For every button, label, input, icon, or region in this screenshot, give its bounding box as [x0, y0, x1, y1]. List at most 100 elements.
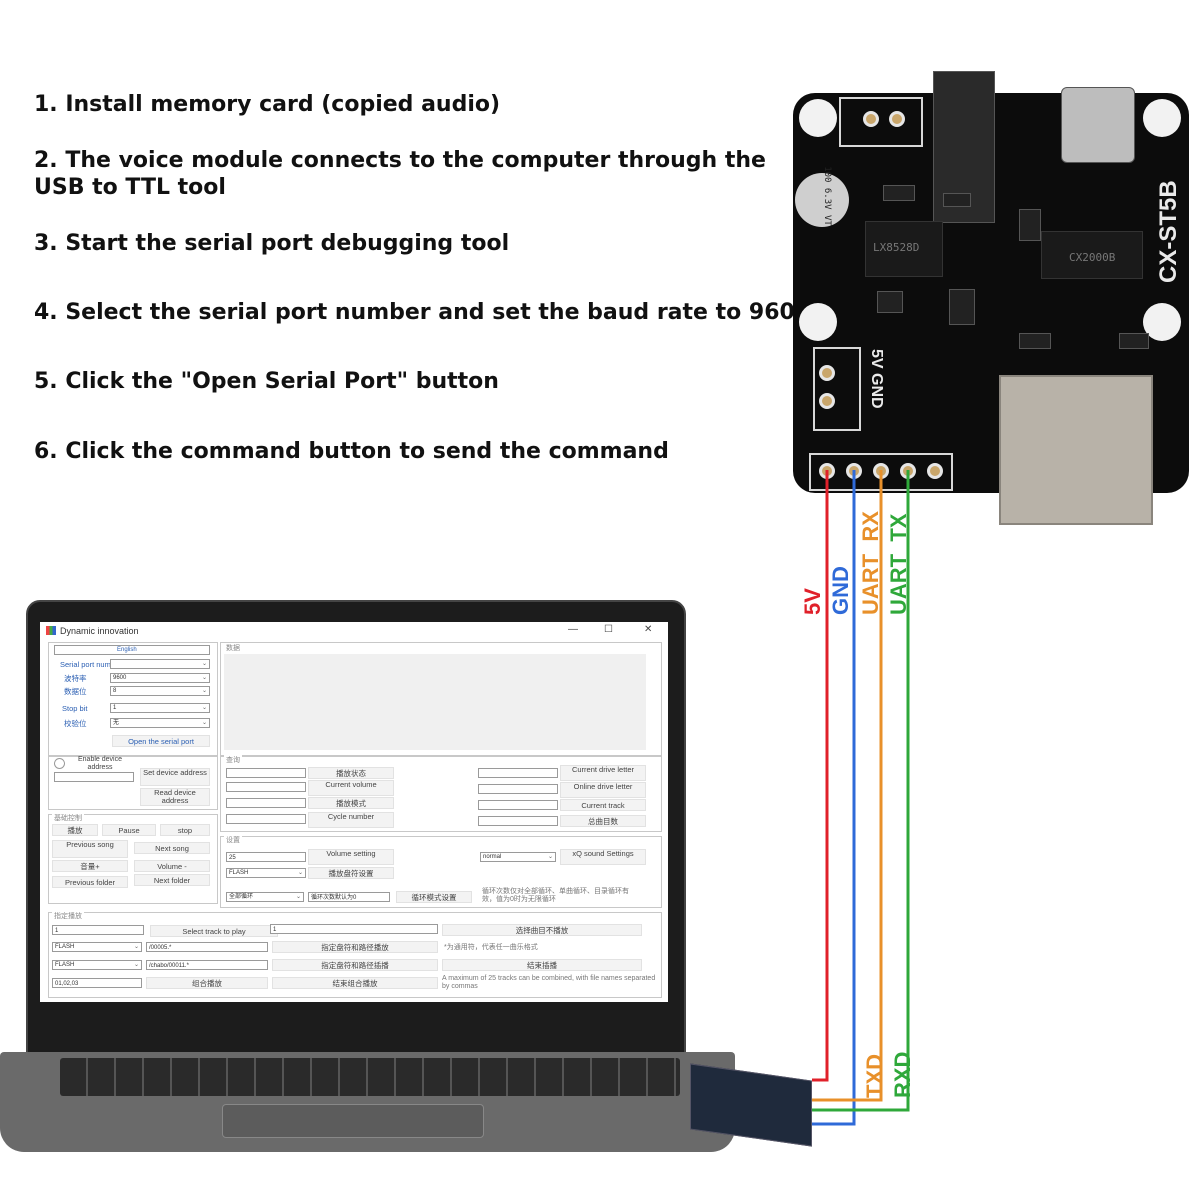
volume-up-button[interactable]: 音量+ — [52, 860, 128, 872]
previous-folder-button[interactable]: Previous folder — [52, 876, 128, 888]
power-pad — [819, 365, 835, 381]
read-device-address-button[interactable]: Read device address — [140, 788, 210, 806]
play-mode-button[interactable]: 播放模式 — [308, 797, 394, 809]
device-address-input[interactable] — [54, 772, 134, 782]
loop-count-input[interactable]: 循环次数默认为0 — [308, 892, 390, 902]
parity-select[interactable]: 无⌄ — [110, 718, 210, 728]
serial-port-label: Serial port number — [60, 660, 122, 669]
path-insert-button[interactable]: 指定盘符和路径插播 — [272, 959, 438, 971]
wire-label-tx: UART_TX — [886, 513, 911, 615]
step-5: 5. Click the "Open Serial Port" button — [34, 369, 499, 394]
chevron-down-icon: ⌄ — [133, 944, 139, 950]
device-address-group — [48, 756, 218, 810]
data-display-group — [220, 642, 662, 756]
stop-bit-value: 1 — [113, 705, 117, 711]
pin-nc — [927, 463, 943, 479]
online-drive-letter-button[interactable]: Online drive letter — [560, 782, 646, 798]
path1-input[interactable]: /00005.* — [146, 942, 268, 952]
current-volume-button[interactable]: Current volume — [308, 780, 394, 796]
baud-value: 9600 — [113, 675, 127, 681]
query-output[interactable] — [226, 768, 306, 778]
loop-mode-select[interactable]: 全部循环⌄ — [226, 892, 304, 902]
select-no-play-button[interactable]: 选择曲目不播放 — [442, 924, 642, 936]
query-output[interactable] — [226, 814, 306, 824]
drive-value: FLASH — [229, 870, 249, 876]
drive-select[interactable]: FLASH⌄ — [226, 868, 306, 878]
track-number-input[interactable]: 1 — [52, 925, 144, 935]
pin-5v — [819, 463, 835, 479]
pause-button[interactable]: Pause — [102, 824, 156, 836]
chevron-down-icon: ⌄ — [201, 675, 207, 681]
query-group-title: 查询 — [224, 755, 242, 765]
power-connector — [813, 347, 861, 431]
mount-hole — [1143, 303, 1181, 341]
wire-label-txd: TXD — [862, 1054, 887, 1098]
stop-bit-select[interactable]: 1⌄ — [110, 703, 210, 713]
smd-component — [1019, 333, 1051, 349]
chevron-down-icon: ⌄ — [295, 894, 301, 900]
previous-song-button[interactable]: Previous song — [52, 840, 128, 858]
loop-mode-setting-button[interactable]: 循环模式设置 — [396, 891, 472, 903]
parity-label: 校验位 — [64, 719, 87, 728]
select-track-button[interactable]: Select track to play — [150, 925, 278, 937]
combo-input[interactable]: 01,02,03 — [52, 978, 142, 988]
smd-component — [943, 193, 971, 207]
drive1-select[interactable]: FLASH ⌄ — [52, 942, 142, 952]
close-button[interactable]: ✕ — [644, 624, 653, 635]
step-2: 2. The voice module connects to the comp… — [34, 148, 766, 200]
path-play-button[interactable]: 指定盘符和路径播放 — [272, 941, 438, 953]
laptop-keyboard — [60, 1058, 680, 1096]
step-1: 1. Install memory card (copied audio) — [34, 92, 501, 117]
end-combo-button[interactable]: 结束组合播放 — [272, 977, 438, 989]
current-track-button[interactable]: Current track — [560, 799, 646, 811]
current-drive-letter-button[interactable]: Current drive letter — [560, 765, 646, 781]
track-folder-input[interactable]: 1 — [270, 924, 438, 934]
enable-device-checkbox[interactable] — [54, 758, 65, 769]
serial-port-select[interactable]: ⌄ — [110, 659, 210, 669]
minimize-button[interactable]: — — [568, 624, 578, 635]
chevron-down-icon: ⌄ — [201, 688, 207, 694]
play-button[interactable]: 播放 — [52, 824, 98, 836]
data-display-area[interactable] — [224, 654, 646, 750]
model-label: CX-ST5B — [1155, 180, 1182, 283]
drive-setting-button[interactable]: 播放盘符设置 — [308, 867, 394, 879]
eq-select[interactable]: normal⌄ — [480, 852, 556, 862]
stop-bit-label: Stop bit — [62, 704, 88, 713]
volume-setting-button[interactable]: Volume setting — [308, 849, 394, 865]
basic-control-group — [48, 814, 218, 904]
mount-hole — [799, 303, 837, 341]
volume-down-button[interactable]: Volume - — [134, 860, 210, 872]
query-output[interactable] — [478, 816, 558, 826]
wire-label-gnd: GND — [828, 566, 853, 615]
language-select[interactable]: English — [54, 645, 210, 655]
amp-chip-label: LX8528D — [873, 241, 920, 254]
open-serial-port-button[interactable]: Open the serial port — [112, 735, 210, 747]
end-insert-button[interactable]: 结束插播 — [442, 959, 642, 971]
chevron-down-icon: ⌄ — [201, 720, 207, 726]
maximize-button[interactable]: ☐ — [604, 624, 613, 635]
baud-select[interactable]: 9600 ⌄ — [110, 673, 210, 683]
query-output[interactable] — [478, 800, 558, 810]
next-folder-button[interactable]: Next folder — [134, 874, 210, 886]
combo-note: A maximum of 25 tracks can be combined, … — [442, 975, 656, 990]
next-song-button[interactable]: Next song — [134, 842, 210, 854]
sd-card-slot — [999, 375, 1153, 525]
set-device-address-button[interactable]: Set device address — [140, 768, 210, 786]
query-output[interactable] — [226, 782, 306, 792]
total-tracks-button[interactable]: 总曲目数 — [560, 815, 646, 827]
stop-button[interactable]: stop — [160, 824, 210, 836]
path2-input[interactable]: /chabo/00011.* — [146, 960, 268, 970]
data-bits-select[interactable]: 8⌄ — [110, 686, 210, 696]
volume-input[interactable]: 25 — [226, 852, 306, 862]
query-output[interactable] — [478, 768, 558, 778]
play-status-button[interactable]: 播放状态 — [308, 767, 394, 779]
cycle-number-button[interactable]: Cycle number — [308, 812, 394, 828]
data-bits-label: 数据位 — [64, 687, 87, 696]
query-output[interactable] — [478, 784, 558, 794]
combo-play-button[interactable]: 组合播放 — [146, 977, 268, 989]
query-output[interactable] — [226, 798, 306, 808]
laptop-touchpad — [222, 1104, 484, 1138]
drive2-select[interactable]: FLASH⌄ — [52, 960, 142, 970]
drive1-value: FLASH — [55, 944, 75, 950]
eq-settings-button[interactable]: xQ sound Settings — [560, 849, 646, 865]
